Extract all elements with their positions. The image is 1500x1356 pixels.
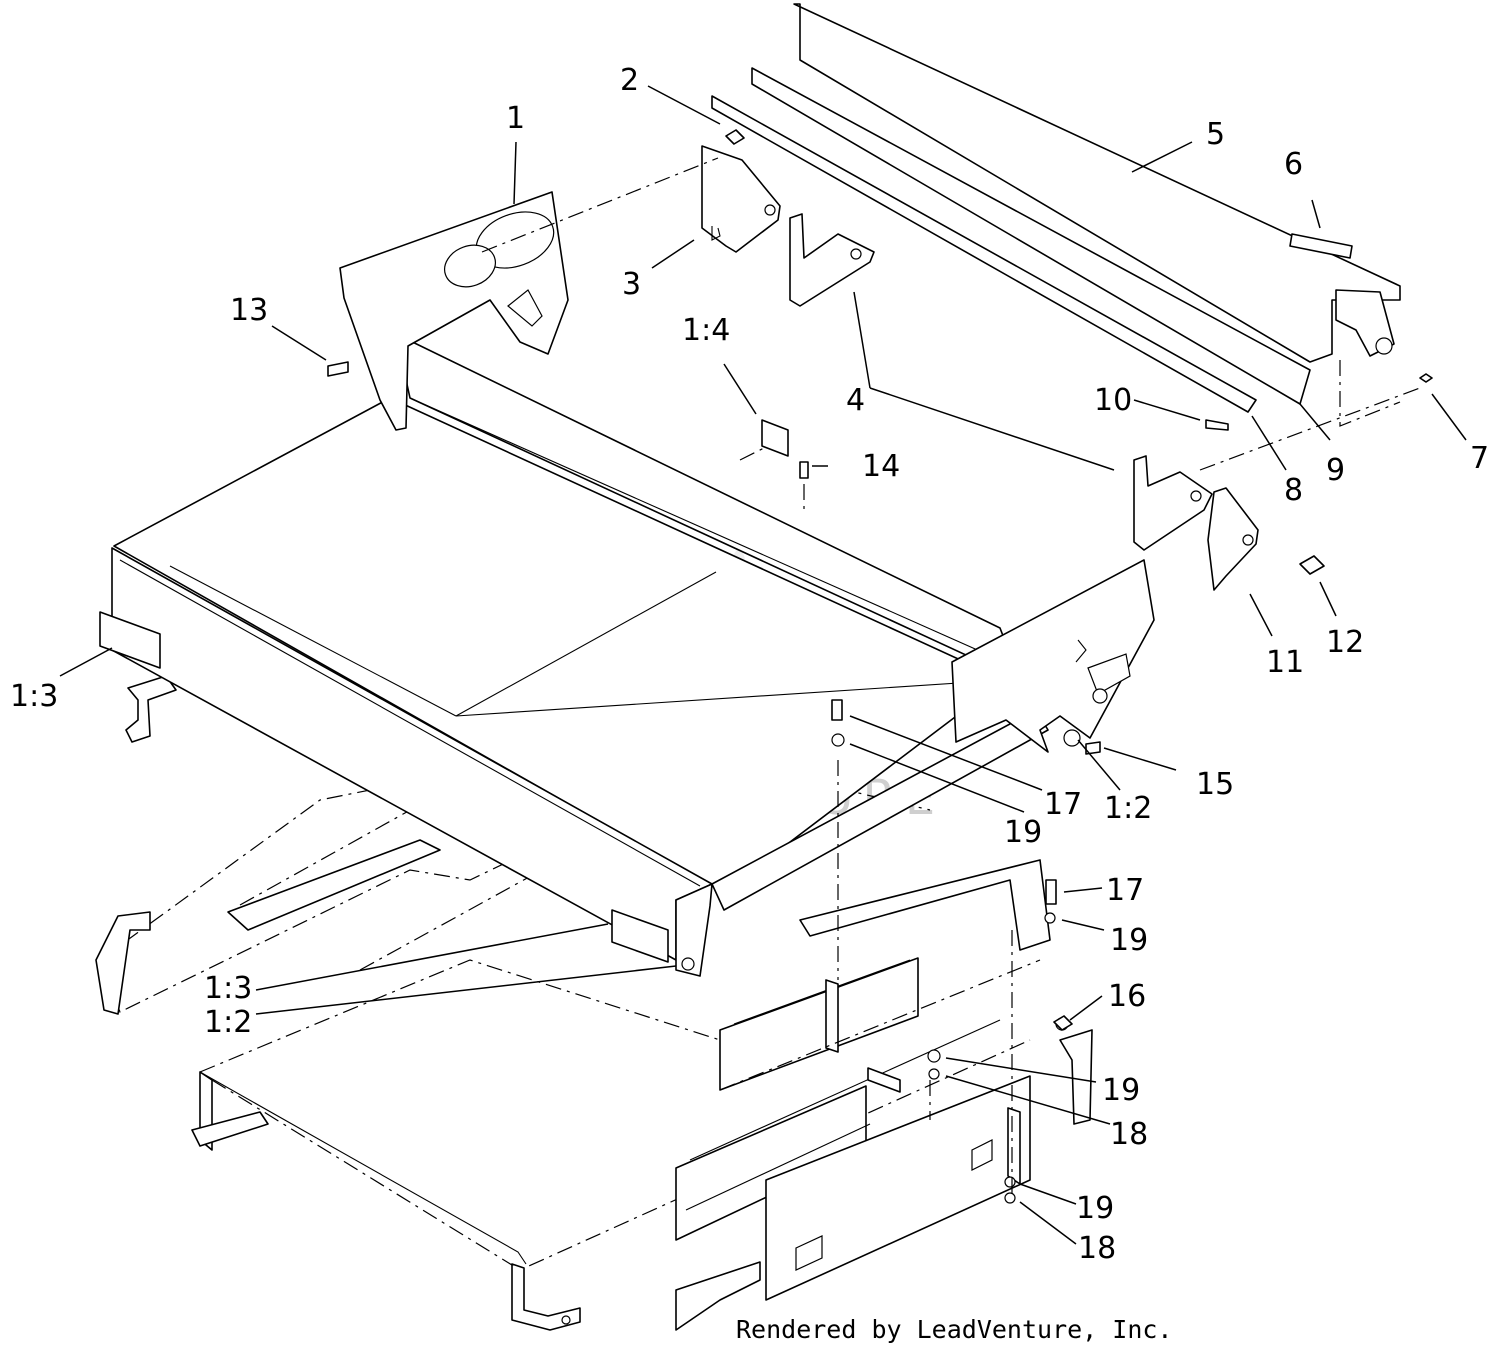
callout-1-3-front: 1:3: [204, 971, 252, 1006]
callout-15: 15: [1196, 767, 1234, 802]
part-4-lower-bracket: [1133, 455, 1213, 551]
callout-17-upper: 17: [1044, 787, 1082, 822]
part-7-nut: [1419, 373, 1433, 383]
decals: [99, 419, 789, 963]
hardware: [327, 129, 1433, 1204]
callout-14: 14: [862, 449, 900, 484]
callout-1: 1: [506, 101, 525, 136]
callout-9: 9: [1326, 453, 1345, 488]
callout-6: 6: [1284, 147, 1303, 182]
decal-1-3-left: [99, 611, 161, 669]
decal-1-4: [761, 419, 789, 457]
callout-5: 5: [1206, 117, 1225, 152]
part-11-bracket: [1207, 487, 1259, 591]
callout-1-4: 1:4: [682, 313, 730, 348]
callout-13: 13: [230, 293, 268, 328]
callout-3: 3: [622, 267, 641, 302]
callout-8: 8: [1284, 473, 1303, 508]
part-2-nut: [725, 129, 745, 145]
left-support-bracket: [95, 675, 177, 1015]
part-19-washer-d: [1004, 1176, 1016, 1188]
callout-19-c: 19: [1102, 1073, 1140, 1108]
decal-1-3-front: [611, 909, 669, 963]
deck-assembly: [111, 191, 1155, 977]
part-17-bolt-a: [831, 699, 843, 721]
part-19-washer-b: [1044, 912, 1056, 924]
rear-panels: [711, 3, 1401, 413]
callout-19-b: 19: [1110, 923, 1148, 958]
callout-19-d: 19: [1076, 1191, 1114, 1226]
part-14-pin: [799, 461, 809, 479]
callout-4: 4: [846, 383, 865, 418]
callout-11: 11: [1266, 645, 1304, 680]
part-17-bolt-b: [1045, 879, 1057, 905]
callout-labels: 1 2 3 4 5 6 7 8 9 10 11 12 13 14 15 16 1…: [10, 63, 1489, 1266]
callout-1-2-right: 1:2: [1104, 791, 1152, 826]
part-16-nut: [1053, 1015, 1073, 1031]
part-10-bolt: [1205, 419, 1229, 431]
credit-text: Rendered by LeadVenture, Inc.: [736, 1315, 1173, 1344]
callout-2: 2: [620, 63, 639, 98]
part-18-nut-b: [1004, 1192, 1016, 1204]
callout-18-lower: 18: [1078, 1231, 1116, 1266]
part-4-upper-bracket: [789, 213, 875, 307]
leader-lines: [59, 85, 1467, 1245]
part-18-nut-a: [928, 1068, 940, 1080]
callout-1-2-front: 1:2: [204, 1005, 252, 1040]
part-19-washer-c: [927, 1049, 941, 1063]
callout-17-lower: 17: [1106, 873, 1144, 908]
callout-10: 10: [1094, 383, 1132, 418]
callout-1-3-left: 1:3: [10, 679, 58, 714]
part-19-washer-a: [831, 733, 845, 747]
part-13-bolt: [327, 361, 349, 377]
part-3-bracket: [701, 145, 781, 253]
callout-16: 16: [1108, 979, 1146, 1014]
callout-7: 7: [1470, 441, 1489, 476]
part-12-nut: [1299, 555, 1325, 575]
callout-19-a: 19: [1004, 815, 1042, 850]
callout-12: 12: [1326, 625, 1364, 660]
callout-18-upper: 18: [1110, 1117, 1148, 1152]
assembly-lines: [481, 157, 1421, 1196]
